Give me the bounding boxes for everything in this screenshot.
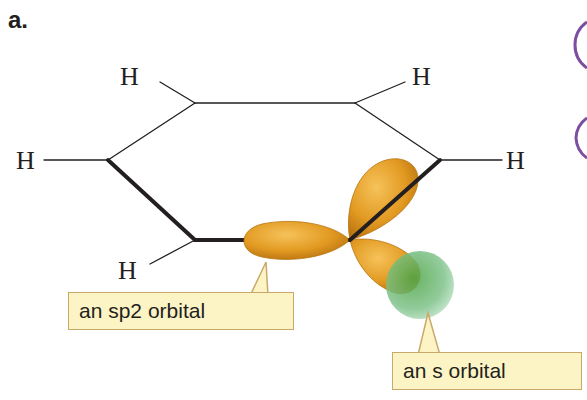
- ring-bond-bold: [108, 160, 195, 240]
- atom-label: H: [506, 148, 525, 174]
- callout-text: an s orbital: [403, 358, 571, 383]
- ring-bond: [108, 103, 195, 160]
- atom-label: H: [412, 64, 431, 90]
- sp2-lobe: [244, 221, 350, 259]
- sp2-lobe: [348, 159, 418, 240]
- callout-tail: [418, 313, 440, 355]
- cropped-shape: [576, 118, 587, 158]
- callout-text: an sp2 orbital: [79, 298, 283, 323]
- ch-bond: [160, 82, 195, 103]
- ch-bond: [440, 159, 502, 160]
- ring-bond: [195, 102, 355, 103]
- callout-box: an sp2 orbital: [68, 292, 294, 330]
- cropped-shape: [575, 22, 587, 68]
- callout-tail: [250, 262, 268, 296]
- atom-label: H: [16, 148, 35, 174]
- part-letter: a.: [8, 8, 28, 32]
- atom-label: H: [120, 64, 139, 90]
- ch-bond: [355, 82, 405, 103]
- ch-bond: [44, 159, 108, 160]
- atom-label: H: [118, 258, 137, 284]
- ch-bond: [150, 240, 195, 264]
- ring-bond: [355, 103, 440, 160]
- callout-box: an s orbital: [392, 352, 582, 390]
- ring-bond-bold: [350, 160, 440, 240]
- s-orbital: [386, 251, 454, 319]
